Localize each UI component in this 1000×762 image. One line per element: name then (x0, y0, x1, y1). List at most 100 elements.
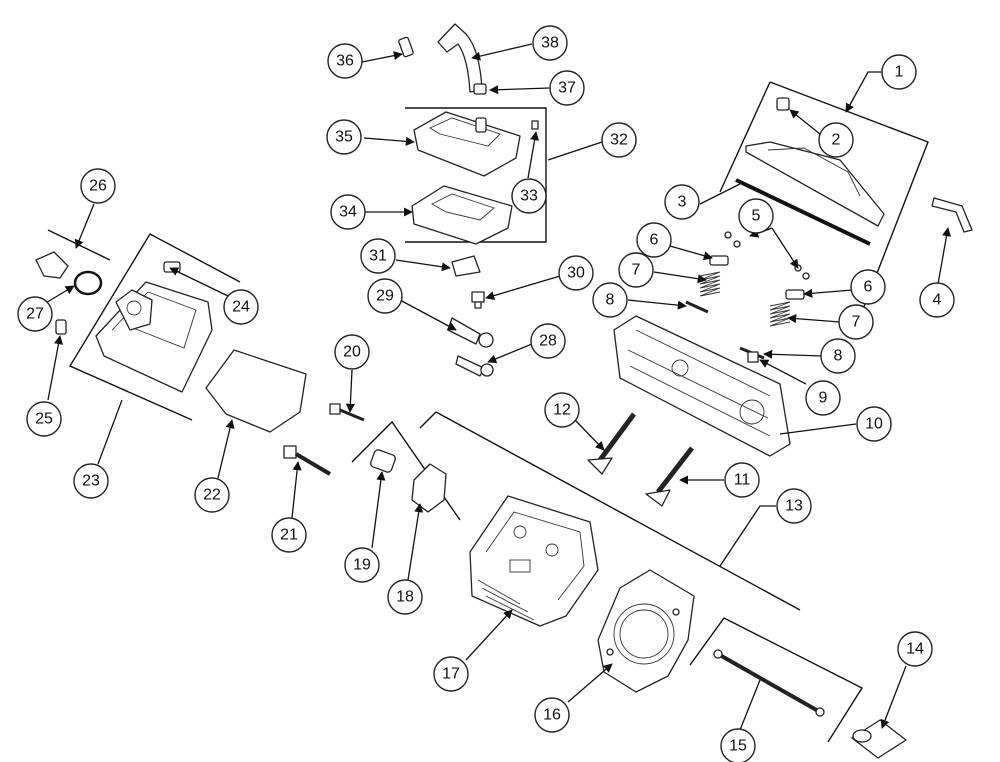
rocker-18-part (411, 463, 447, 513)
cap-part (473, 83, 487, 95)
callout-15: 15 (720, 728, 756, 762)
callout-37: 37 (549, 70, 585, 106)
callout-17: 17 (433, 656, 469, 692)
svg-text:8: 8 (606, 292, 615, 309)
svg-text:9: 9 (819, 390, 828, 407)
callout-29: 29 (367, 278, 403, 314)
callout-6a: 6 (636, 222, 672, 258)
callout-24: 24 (223, 289, 259, 325)
callout-32: 32 (601, 122, 637, 158)
svg-text:20: 20 (343, 344, 361, 361)
leader-lines (43, 43, 952, 731)
breather-plate-part (411, 185, 513, 245)
callout-22: 22 (194, 477, 230, 513)
svg-text:2: 2 (832, 132, 841, 149)
filler-cap-part (35, 251, 69, 279)
bolt-30-part (471, 291, 485, 309)
svg-text:12: 12 (553, 402, 571, 419)
valve-spring-left-part (699, 271, 721, 297)
callout-16: 16 (534, 697, 570, 733)
svg-text:14: 14 (906, 641, 924, 658)
callout-31: 31 (360, 238, 396, 274)
cap-9-part (747, 351, 759, 363)
callout-33: 33 (511, 178, 547, 214)
retainer-right-part (785, 289, 805, 300)
svg-text:1: 1 (895, 64, 904, 81)
rocker-cover-part (745, 141, 885, 227)
svg-text:16: 16 (543, 707, 561, 724)
o-ring-part (73, 270, 103, 296)
valve-cover-part (95, 281, 213, 393)
head-bolt-part (283, 445, 332, 476)
callout-9: 9 (805, 380, 841, 416)
callout-5: 5 (738, 198, 774, 234)
valve-keepers-part (724, 231, 810, 280)
callout-35: 35 (326, 119, 362, 155)
callout-36: 36 (327, 43, 363, 79)
svg-text:29: 29 (376, 288, 394, 305)
callouts: 1 2 3 4 5 6 6 7 7 8 8 9 10 11 12 13 14 1… (17, 25, 955, 762)
valve-12-part (587, 412, 637, 475)
retainer-left-part (709, 255, 729, 266)
bracket-4-part (931, 197, 973, 233)
svg-text:32: 32 (610, 132, 628, 149)
svg-text:36: 36 (336, 53, 354, 70)
callout-3: 3 (664, 184, 700, 220)
svg-text:35: 35 (335, 129, 353, 146)
svg-text:15: 15 (729, 738, 747, 755)
fitting-part (398, 36, 414, 58)
svg-text:5: 5 (752, 208, 761, 225)
svg-text:7: 7 (632, 262, 641, 279)
svg-text:37: 37 (558, 80, 576, 97)
callout-7a: 7 (618, 252, 654, 288)
svg-text:19: 19 (353, 557, 371, 574)
svg-text:34: 34 (339, 204, 357, 221)
svg-text:21: 21 (280, 527, 298, 544)
callout-6b: 6 (850, 269, 886, 305)
svg-text:26: 26 (89, 178, 107, 195)
push-rod-part (713, 649, 825, 717)
svg-text:18: 18 (396, 589, 414, 606)
svg-text:13: 13 (785, 498, 803, 515)
group-brackets (47, 81, 929, 743)
callout-10: 10 (856, 406, 892, 442)
lug-28-part (455, 355, 494, 377)
callout-1: 1 (881, 54, 917, 90)
valve-spring-right-part (769, 301, 791, 327)
reed-part (451, 255, 481, 277)
svg-text:24: 24 (232, 299, 250, 316)
callout-18: 18 (387, 579, 423, 615)
breather-cover-part (413, 111, 521, 177)
callout-8b: 8 (820, 338, 856, 374)
callout-30: 30 (558, 255, 594, 291)
bolt-20-part (329, 403, 365, 422)
callout-2: 2 (818, 122, 854, 158)
svg-text:4: 4 (933, 292, 942, 309)
bushing-part (370, 449, 396, 473)
svg-text:17: 17 (442, 666, 460, 683)
svg-text:7: 7 (852, 314, 861, 331)
svg-text:27: 27 (26, 306, 44, 323)
svg-text:6: 6 (650, 232, 659, 249)
breather-hose-part (437, 23, 483, 93)
valve-cover-gasket-part (205, 349, 307, 433)
callout-20: 20 (334, 334, 370, 370)
callout-4: 4 (919, 282, 955, 318)
callout-11: 11 (724, 462, 760, 498)
svg-text:23: 23 (82, 473, 100, 490)
callout-8a: 8 (592, 282, 628, 318)
cylinder-head-body-part (613, 315, 791, 457)
bracket-29-part (447, 317, 494, 348)
svg-text:10: 10 (865, 416, 883, 433)
screw-part (531, 120, 539, 130)
plug-part (776, 97, 790, 111)
svg-text:11: 11 (734, 472, 751, 489)
callout-34: 34 (330, 194, 366, 230)
callout-19: 19 (344, 547, 380, 583)
callout-7b: 7 (838, 304, 874, 340)
pin-14-part (851, 719, 907, 759)
callout-14: 14 (897, 631, 933, 667)
svg-text:38: 38 (541, 35, 559, 52)
valve-seal-left-part (685, 300, 709, 314)
